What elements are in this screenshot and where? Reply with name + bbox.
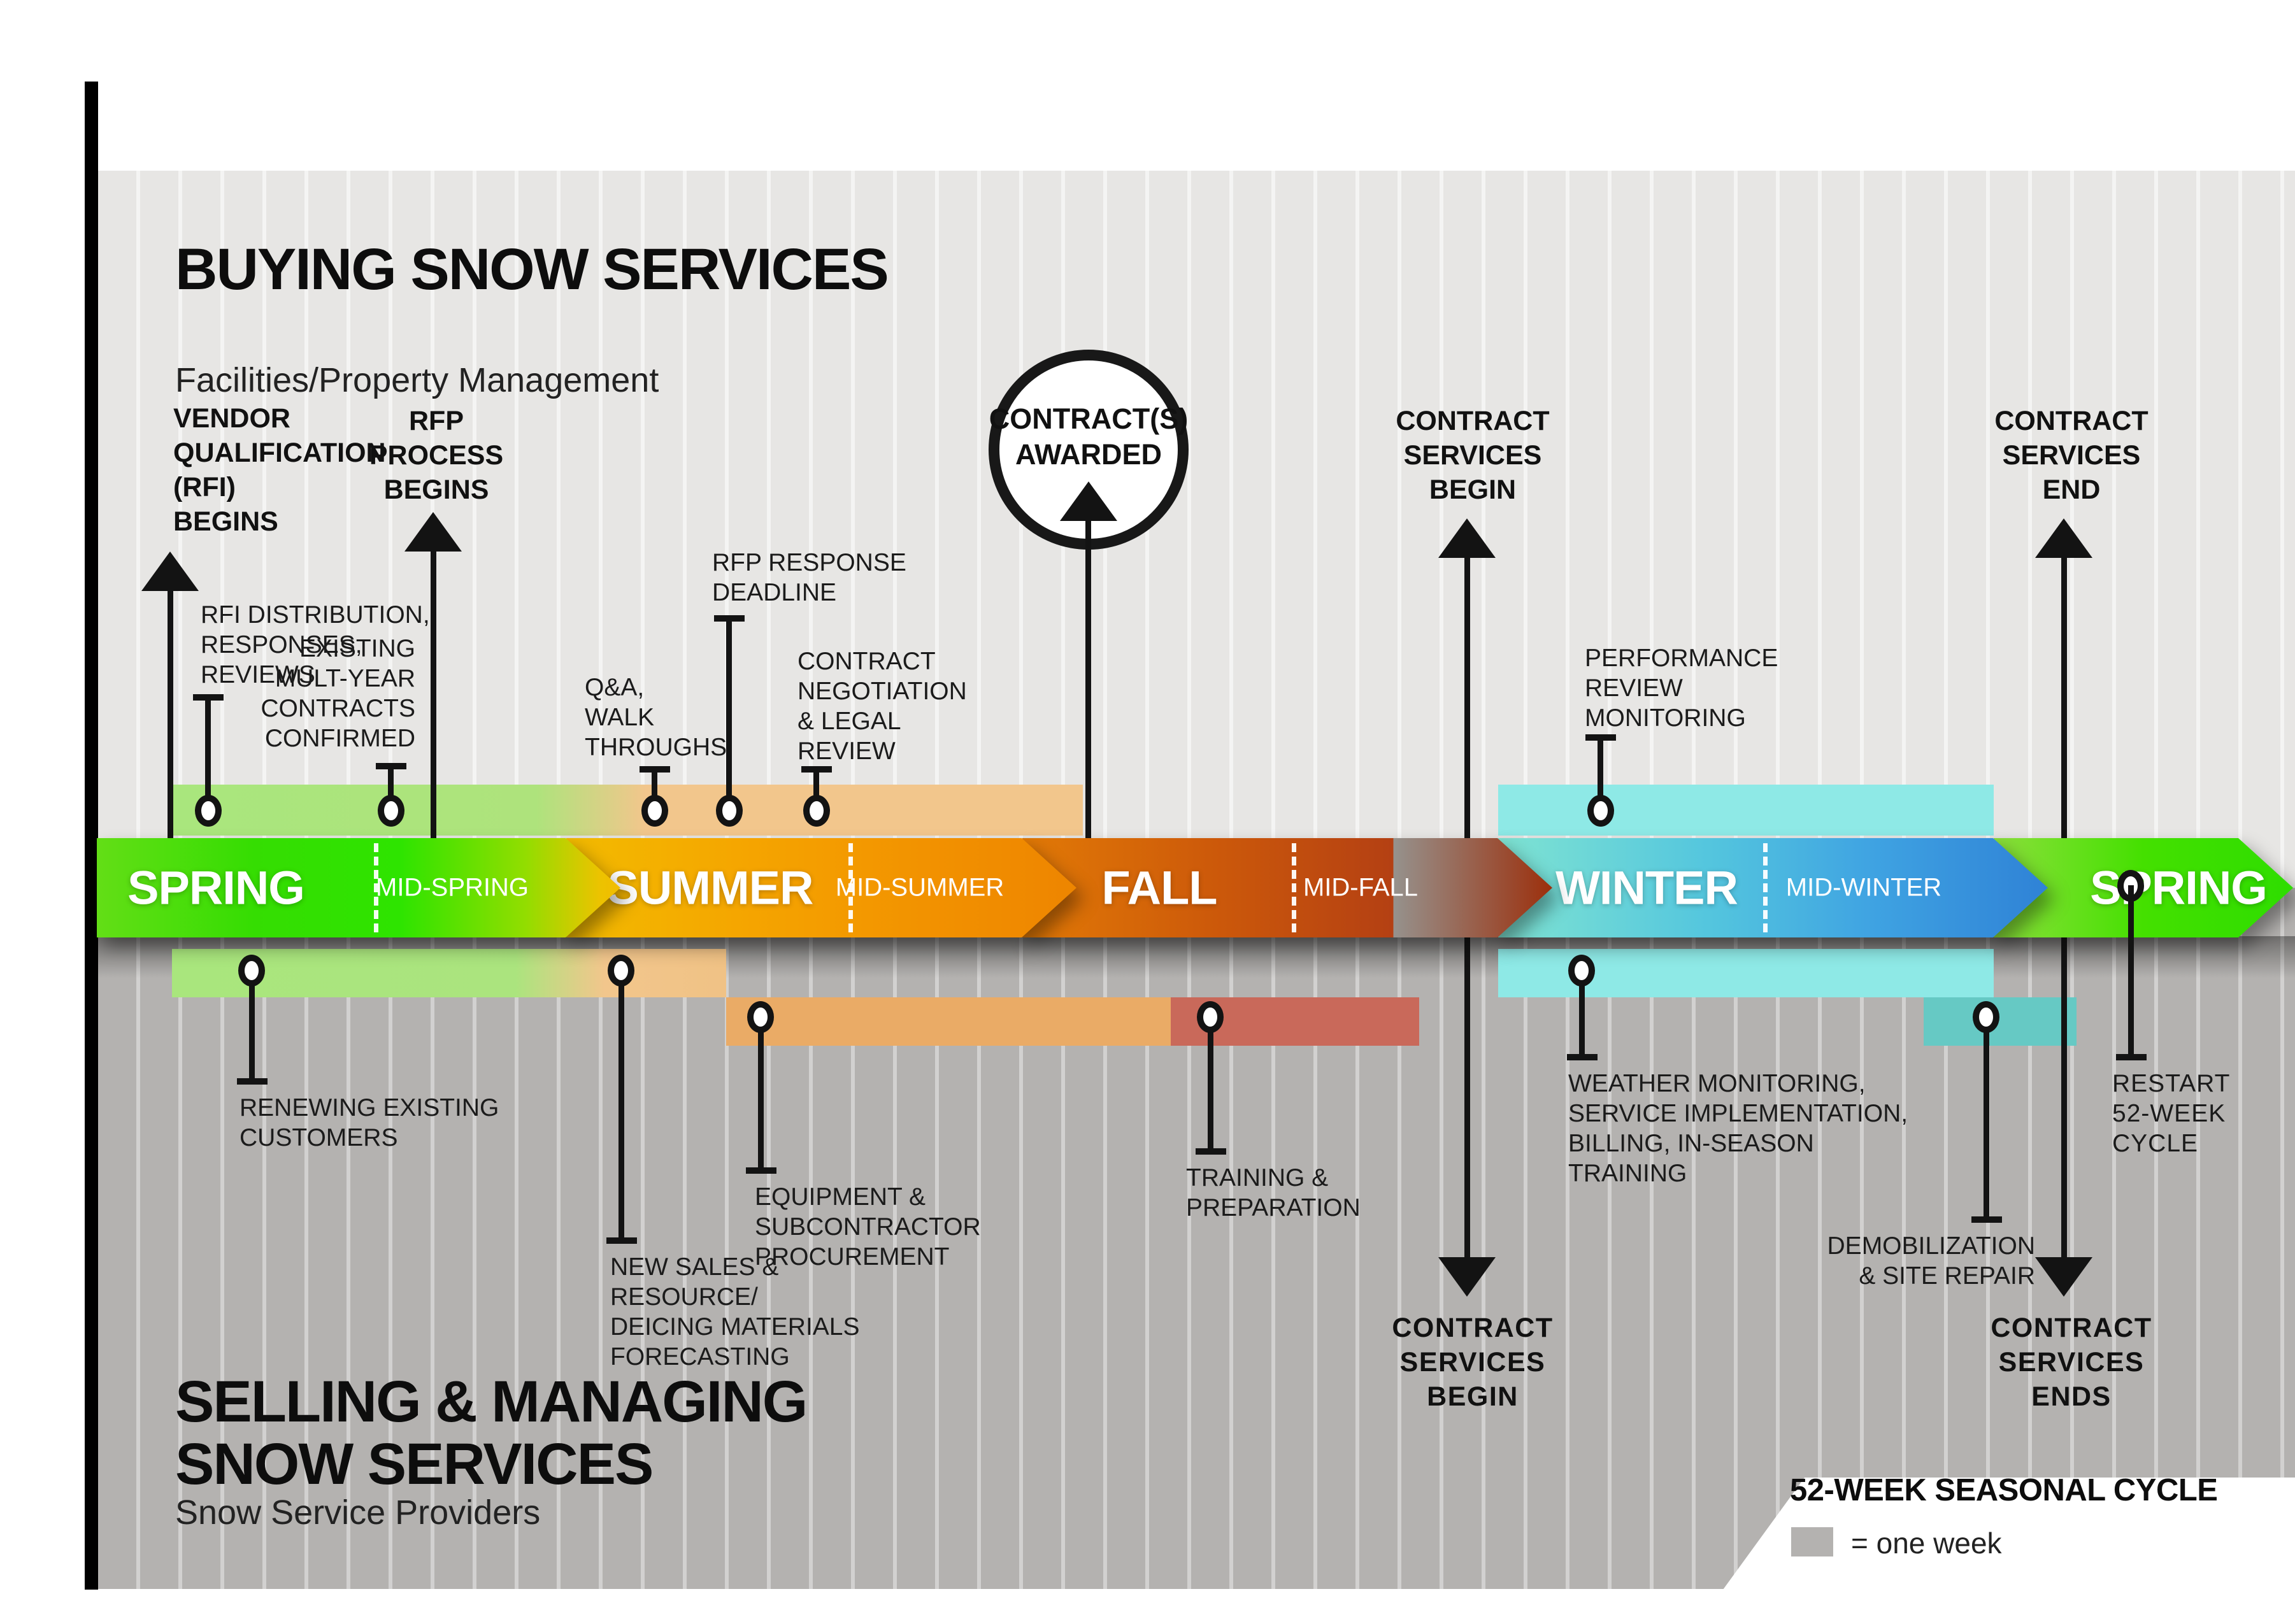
existing-contracts-dot xyxy=(378,795,404,827)
equipment-tick xyxy=(746,1167,776,1174)
training-stem xyxy=(1208,1016,1213,1151)
demobilization-stem xyxy=(1984,1016,1989,1220)
season-divider-mid-fall xyxy=(1292,843,1296,932)
season-label-spring: SPRING xyxy=(127,861,305,915)
rfi-distribution-dot xyxy=(195,795,222,827)
season-arrow-shape xyxy=(97,838,620,937)
contract-negotiation-dot xyxy=(803,795,830,827)
demobilization-label: DEMOBILIZATION & SITE REPAIR xyxy=(1827,1232,2035,1290)
season-arrow-shape xyxy=(1022,838,1552,937)
performance-review-stem xyxy=(1598,734,1603,810)
equipment-stem xyxy=(758,1016,764,1171)
services-begin-bottom-label: CONTRACT SERVICES BEGIN xyxy=(1392,1313,1554,1412)
season-label-summer: SUMMER xyxy=(607,861,814,915)
training-label: TRAINING & PREPARATION xyxy=(1186,1164,1361,1222)
existing-contracts-label: EXISTING MULT-YEAR CONTRACTS CONFIRMED xyxy=(261,635,415,752)
legend-week-label: = one week xyxy=(1851,1527,2002,1560)
qa-walkthroughs-dot xyxy=(641,795,668,827)
performance-review-dot xyxy=(1587,795,1614,827)
rfp-process-arrow-stem xyxy=(431,546,436,838)
season-label-spring-restart: SPRING xyxy=(2090,861,2268,915)
buyer-winter-activity-bar xyxy=(1498,785,1994,836)
season-label-mid-spring: MID-SPRING xyxy=(376,873,529,902)
selling-subtitle: Snow Service Providers xyxy=(175,1493,541,1532)
contracts-awarded-label: CONTRACT(S) AWARDED xyxy=(989,402,1189,471)
rfi-distribution-label: RFI DISTRIBUTION, RESPONSES, REVIEWS xyxy=(201,601,430,688)
equipment-label: EQUIPMENT & SUBCONTRACTOR PROCUREMENT xyxy=(755,1183,981,1271)
training-tick xyxy=(1196,1148,1226,1155)
legend-week-swatch xyxy=(1791,1527,1833,1556)
season-label-fall: FALL xyxy=(1101,861,1218,915)
left-accent-bar xyxy=(85,82,98,1590)
new-sales-tick xyxy=(606,1237,637,1244)
vendor-qualification-up-arrow-icon xyxy=(141,552,199,591)
restart-cycle-label: RESTART 52-WEEK CYCLE xyxy=(2112,1070,2231,1157)
renewing-tick xyxy=(237,1078,268,1085)
rfp-deadline-stem xyxy=(726,615,732,810)
new-sales-label: NEW SALES & RESOURCE/ DEICING MATERIALS … xyxy=(610,1253,860,1371)
season-arrow-shape xyxy=(566,838,1076,937)
season-segment-winter: WINTER MID-WINTER xyxy=(1498,838,2048,937)
selling-title: SELLING & MANAGING SNOW SERVICES xyxy=(175,1369,808,1497)
vendor-qualification-arrow-stem xyxy=(168,586,173,838)
season-divider-mid-summer xyxy=(848,843,853,932)
services-end-top-label: CONTRACT SERVICES END xyxy=(1994,406,2148,505)
season-segment-fall: FALL MID-FALL xyxy=(1022,838,1552,937)
legend-title: 52-WEEK SEASONAL CYCLE xyxy=(1790,1473,2218,1507)
contracts-awarded-arrow-stem xyxy=(1085,516,1091,838)
season-divider-mid-spring xyxy=(374,843,378,932)
buyer-panel-background xyxy=(98,171,2295,888)
performance-review-label: PERFORMANCE REVIEW MONITORING xyxy=(1585,645,1778,732)
season-segment-spring: SPRING MID-SPRING xyxy=(97,838,620,937)
demobilization-tick xyxy=(1971,1216,2002,1223)
services-begin-down-arrow-icon xyxy=(1438,1257,1496,1297)
qa-walkthroughs-label: Q&A, WALK THROUGHS xyxy=(585,674,727,761)
rfi-distribution-stem xyxy=(205,694,211,810)
weather-dot xyxy=(1568,955,1595,987)
services-end-down-arrow-icon xyxy=(2035,1257,2092,1297)
vendor-qualification-label: VENDOR QUALIFICATION (RFI) BEGINS xyxy=(173,403,386,537)
season-divider-mid-winter xyxy=(1763,843,1768,932)
weather-tick xyxy=(1567,1054,1598,1060)
buying-title: BUYING SNOW SERVICES xyxy=(175,237,889,302)
weather-label: WEATHER MONITORING, SERVICE IMPLEMENTATI… xyxy=(1568,1070,1908,1187)
buying-subtitle: Facilities/Property Management xyxy=(175,361,659,399)
season-label-mid-fall: MID-FALL xyxy=(1303,873,1419,902)
season-label-mid-summer: MID-SUMMER xyxy=(835,873,1005,902)
contract-negotiation-label: CONTRACT NEGOTIATION & LEGAL REVIEW xyxy=(797,648,967,765)
rfp-deadline-dot xyxy=(716,795,743,827)
buyer-spring-summer-activity-bar xyxy=(172,785,1083,836)
rfp-deadline-label: RFP RESPONSE DEADLINE xyxy=(712,549,906,606)
new-sales-dot xyxy=(608,955,634,987)
season-arrow-shape xyxy=(1498,838,2048,937)
season-label-winter: WINTER xyxy=(1555,861,1738,915)
contract-negotiation-stem xyxy=(813,766,819,810)
rfp-process-label: RFP PROCESS BEGINS xyxy=(369,406,504,505)
season-segment-summer: SUMMER MID-SUMMER xyxy=(566,838,1076,937)
services-ends-bottom-label: CONTRACT SERVICES ENDS xyxy=(1991,1313,2152,1412)
seller-late-winter-activity-bar xyxy=(1924,997,2077,1046)
season-label-mid-winter: MID-WINTER xyxy=(1785,873,1942,902)
qa-walkthroughs-stem xyxy=(652,766,657,810)
renewing-label: RENEWING EXISTING CUSTOMERS xyxy=(240,1094,499,1151)
demobilization-dot xyxy=(1973,1001,1999,1033)
weather-stem xyxy=(1579,970,1585,1057)
equipment-dot xyxy=(747,1001,774,1033)
training-dot xyxy=(1197,1001,1224,1033)
rfp-process-up-arrow-icon xyxy=(404,512,462,552)
services-begin-top-label: CONTRACT SERVICES BEGIN xyxy=(1396,406,1550,505)
existing-contracts-stem xyxy=(388,763,394,810)
renewing-dot xyxy=(238,955,265,987)
new-sales-stem xyxy=(618,970,624,1241)
restart-cycle-tick xyxy=(2116,1054,2147,1060)
services-begin-up-arrow-icon xyxy=(1438,518,1496,558)
restart-cycle-stem xyxy=(2128,885,2134,1057)
services-end-up-arrow-icon xyxy=(2035,518,2092,558)
renewing-stem xyxy=(249,970,255,1081)
contracts-awarded-up-arrow-icon xyxy=(1060,481,1117,521)
